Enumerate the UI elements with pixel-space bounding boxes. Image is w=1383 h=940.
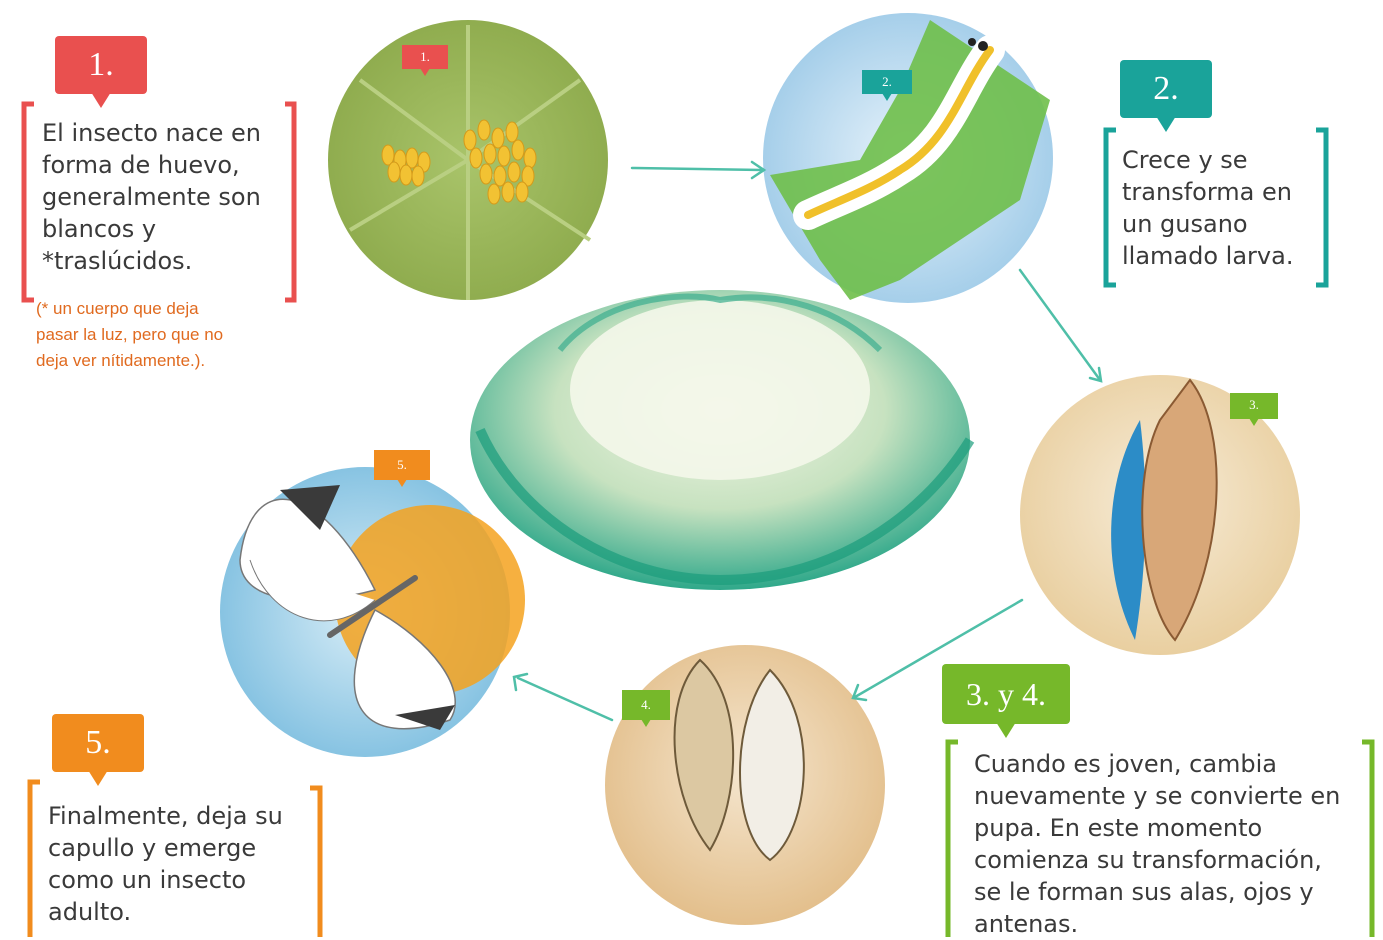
larva-illustration xyxy=(763,13,1053,303)
marker-1-label: 1. xyxy=(420,49,430,64)
stage-1-tag-label: 1. xyxy=(88,46,114,83)
stage-34-tag: 3. y 4. xyxy=(942,664,1070,724)
cabbage-illustration xyxy=(470,290,970,590)
marker-3: 3. xyxy=(1230,393,1278,419)
marker-4: 4. xyxy=(622,690,670,720)
stage-5-tag: 5. xyxy=(52,714,144,772)
eggs-illustration xyxy=(328,20,608,300)
marker-1: 1. xyxy=(402,45,448,69)
stage-34-tag-label: 3. y 4. xyxy=(966,676,1046,712)
marker-5: 5. xyxy=(374,450,430,480)
stage-2-description: Crece y se transforma en un gusano llama… xyxy=(1122,144,1322,272)
butterfly-illustration xyxy=(220,467,525,757)
cocoon-illustration xyxy=(605,645,885,925)
stage-5-tag-label: 5. xyxy=(85,724,111,761)
marker-2: 2. xyxy=(862,70,912,94)
stage-1-tag: 1. xyxy=(55,36,147,94)
stage-1-footnote: (* un cuerpo que deja pasar la luz, pero… xyxy=(36,296,236,374)
marker-4-label: 4. xyxy=(641,697,651,712)
stage-2-tag-label: 2. xyxy=(1153,70,1179,107)
marker-5-label: 5. xyxy=(397,457,407,472)
marker-3-label: 3. xyxy=(1249,397,1259,412)
stage-5-description: Finalmente, deja su capullo y emerge com… xyxy=(48,800,313,928)
stage-34-description: Cuando es joven, cambia nuevamente y se … xyxy=(974,748,1344,940)
stage-1-description: El insecto nace en forma de huevo, gener… xyxy=(42,117,292,277)
marker-2-label: 2. xyxy=(882,74,892,89)
stage-2-tag: 2. xyxy=(1120,60,1212,118)
